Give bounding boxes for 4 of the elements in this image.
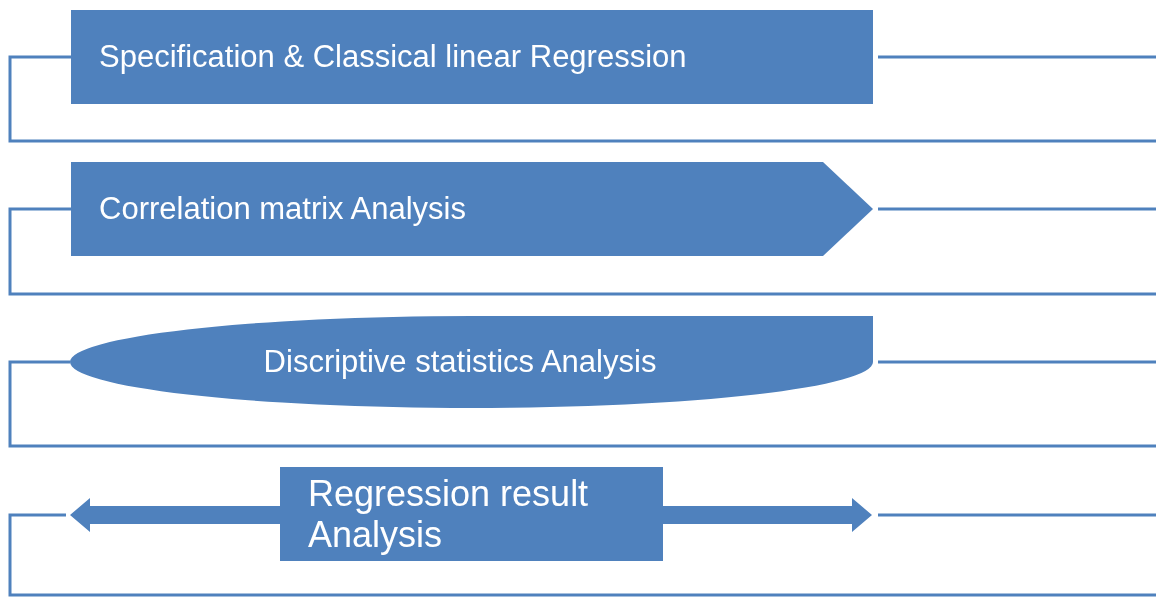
node-label: Regression result Analysis [307, 472, 590, 556]
node-label: Discriptive statistics Analysis [262, 344, 658, 380]
node-label: Specification & Classical linear Regression [98, 39, 688, 75]
node-label: Correlation matrix Analysis [98, 191, 467, 227]
